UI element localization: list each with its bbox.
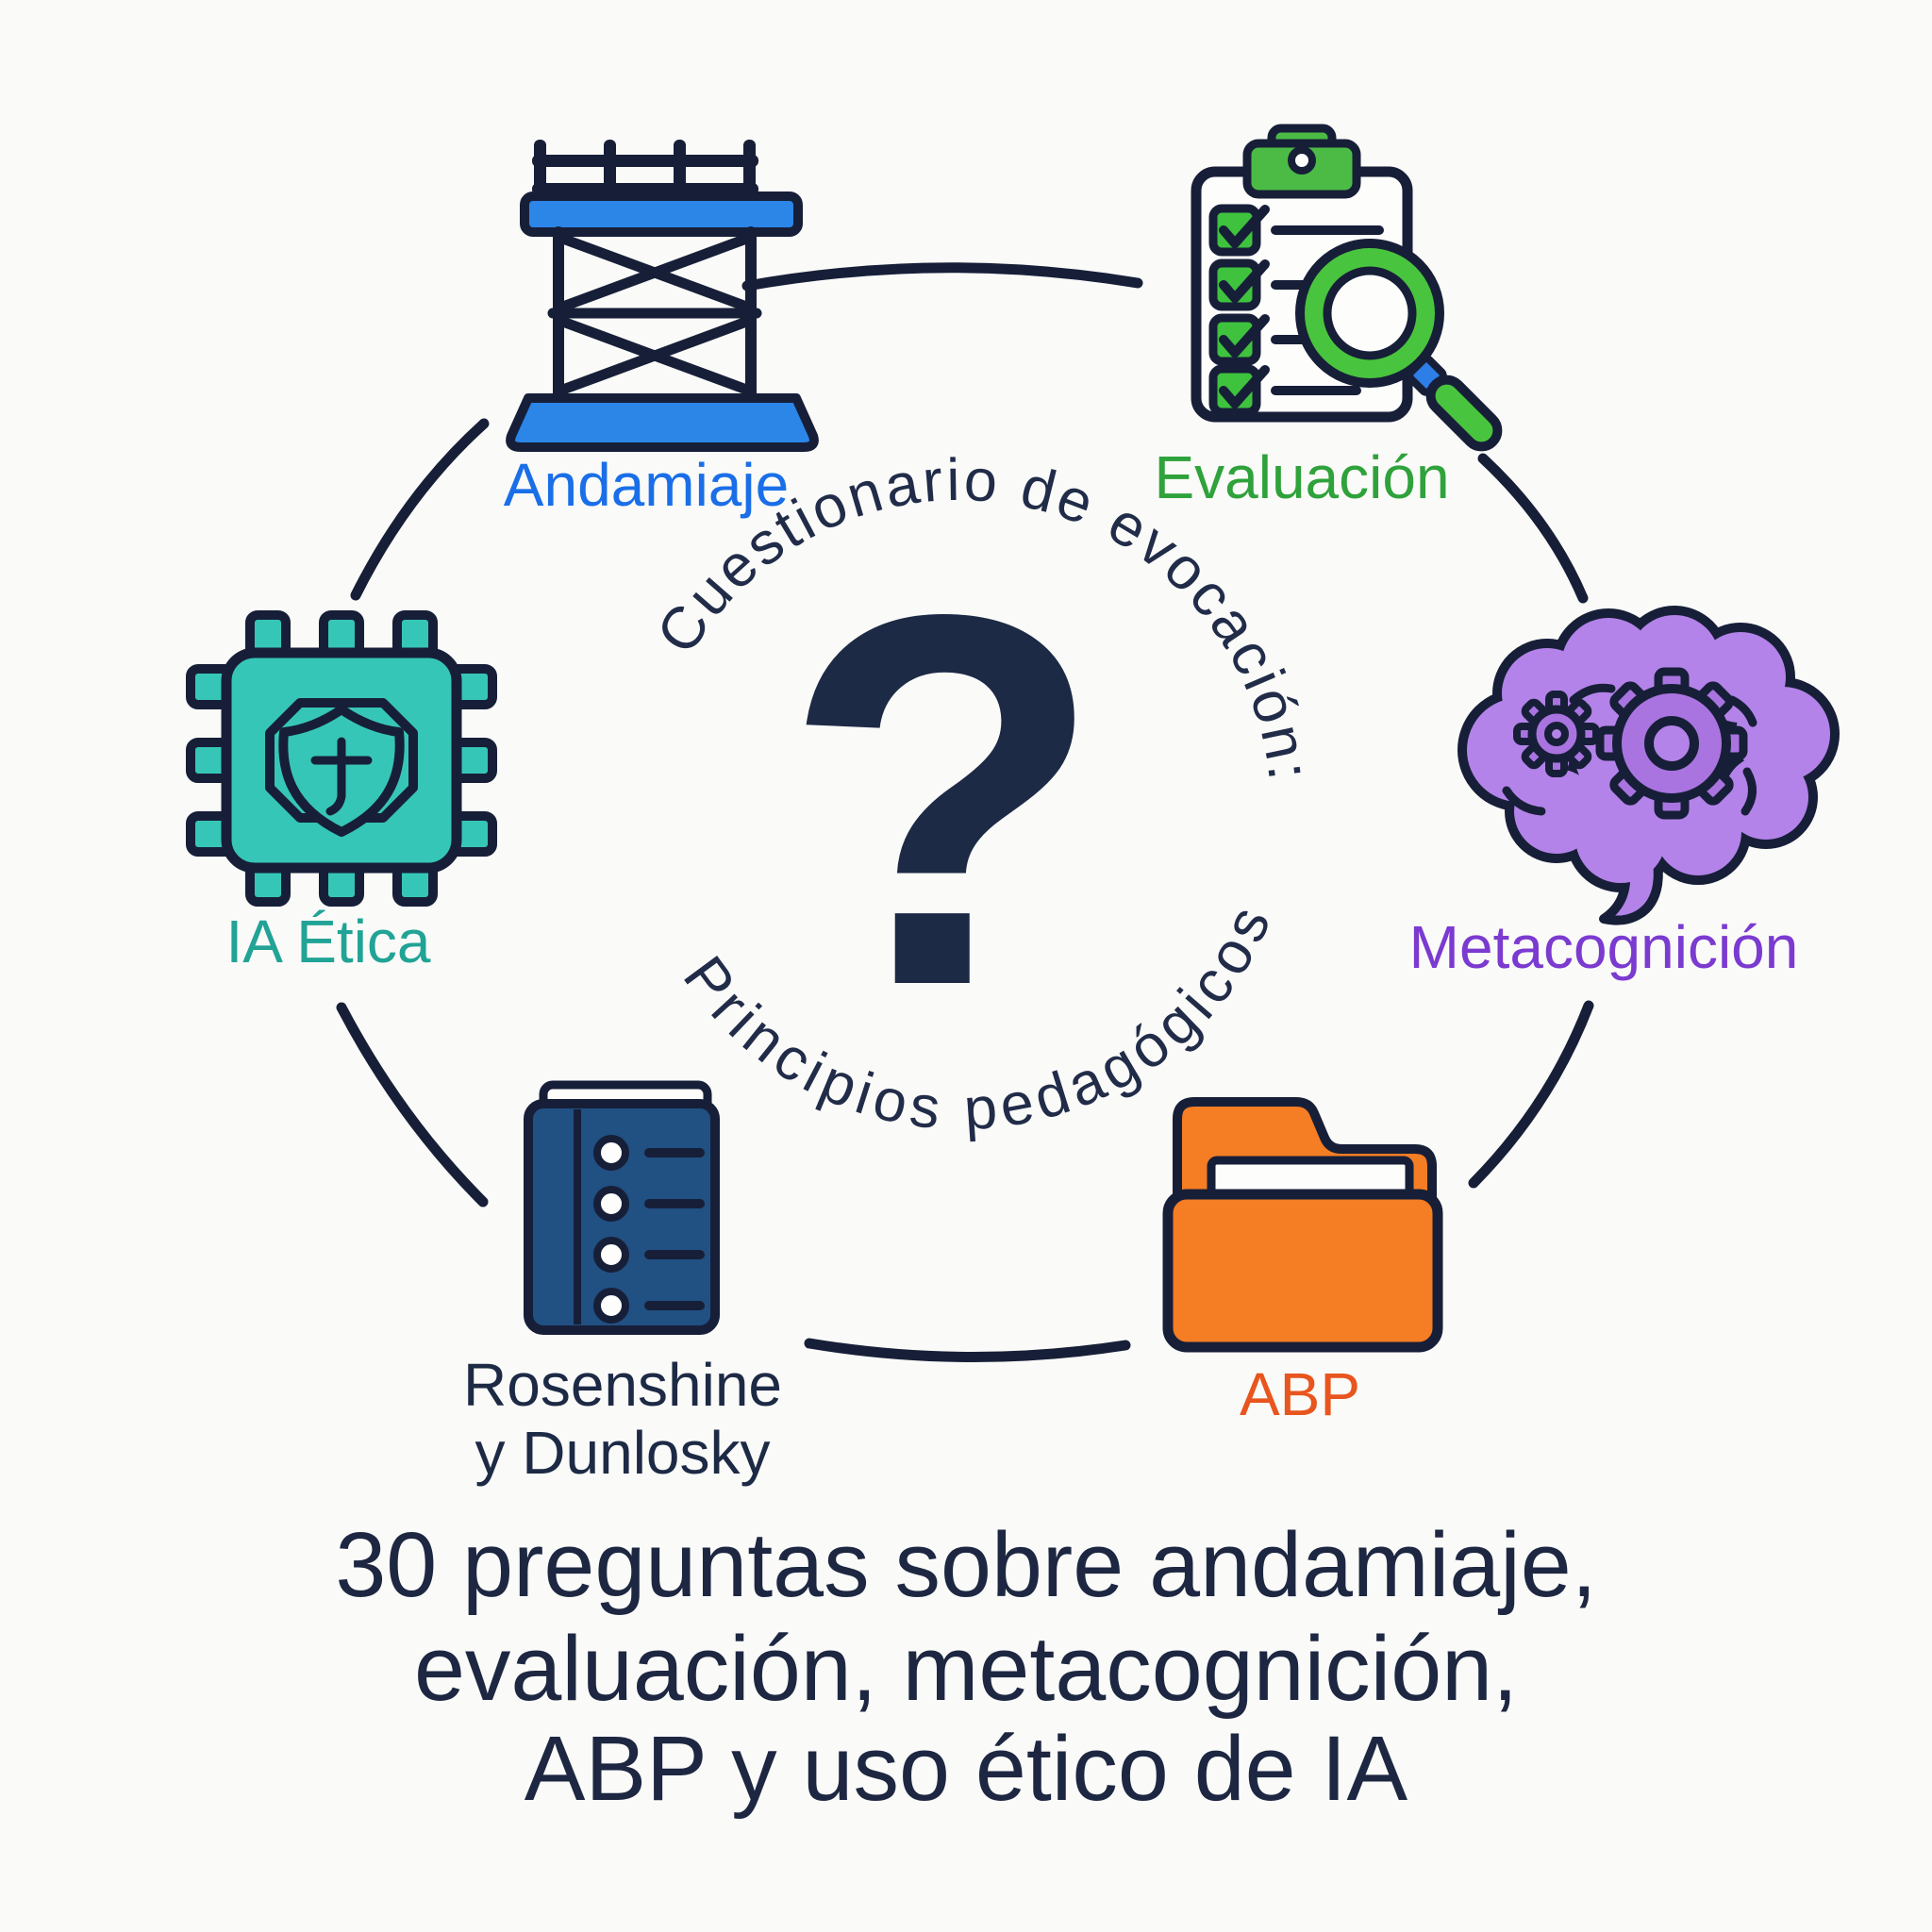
clipboard-magnifier-icon: [1191, 124, 1503, 452]
arc-upper-right: [1477, 453, 1589, 604]
chip-shield-icon: [186, 610, 497, 907]
big-gear-icon: [1595, 667, 1748, 820]
label-abp: ABP: [1240, 1360, 1360, 1428]
brain-gears-icon: [1457, 606, 1840, 925]
arc-bottom: [804, 1338, 1131, 1363]
folder-icon: [1162, 1097, 1443, 1353]
book-icon: [524, 1080, 720, 1335]
label-andamiaje: Andamiaje: [504, 451, 789, 519]
label-evaluacion: Evaluación: [1154, 443, 1449, 511]
label-rosenshine-line2: y Dunlosky: [475, 1419, 771, 1487]
label-metacognicion: Metacognición: [1409, 913, 1799, 981]
label-ia-etica: IA Ética: [226, 908, 431, 975]
caption: 30 preguntas sobre andamiaje, evaluación…: [335, 1513, 1596, 1820]
scaffold-icon: [506, 140, 819, 452]
caption-line-1: 30 preguntas sobre andamiaje,: [335, 1513, 1596, 1616]
arc-upper-left: [350, 418, 490, 601]
center-group: ? Cuestionario de evocación: Principios …: [644, 447, 1320, 1143]
small-gear-icon: [1513, 691, 1600, 777]
label-rosenshine-line1: Rosenshine: [463, 1351, 782, 1419]
arc-top: [741, 262, 1143, 291]
arc-lower-left: [336, 1002, 489, 1208]
caption-line-2: evaluación, metacognición,: [414, 1617, 1518, 1720]
ring-connector-arcs: [336, 262, 1594, 1363]
caption-line-3: ABP y uso ético de IA: [525, 1717, 1408, 1820]
question-mark-icon: ?: [782, 505, 1105, 1095]
arc-lower-right: [1468, 1000, 1594, 1189]
